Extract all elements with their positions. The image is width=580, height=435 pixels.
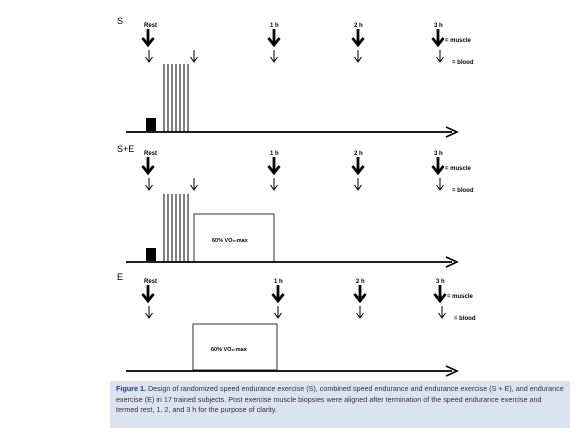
panel-2-time-axis-arrowhead [445,256,459,268]
panel-3-timepoint-label: Rest [144,279,157,285]
panel-3-timepoint-label: 2 h [356,279,365,285]
panel-2-timepoint-label: 2 h [354,151,363,157]
figure-caption: Figure 1. Design of randomized speed end… [110,381,570,428]
panel-2-endurance-box [193,213,275,263]
panel-1-timepoint-label: Rest [144,23,157,29]
panel-2-blood-arrow [354,184,362,191]
panel-1-label: S [117,16,123,26]
panel-2-warmup-block [146,248,156,261]
panel-1-time-axis-arrowhead [445,126,459,138]
panel-2-timepoint-label: 3 h [434,151,443,157]
panel-2-blood-arrow [190,184,198,191]
panel-1-blood-arrow [436,56,444,63]
panel-2-muscle-arrow [267,165,281,176]
panel-2-timepoint-label: Rest [144,151,157,157]
panel-3-blood-arrow [145,312,153,319]
panel-2-blood-arrow [145,184,153,191]
panel-3-muscle-arrow [433,293,447,304]
panel-1-blood-arrow [190,56,198,63]
panel-3-endurance-label: 60% VO₂-max [211,347,248,353]
caption-text: Design of randomized speed endurance exe… [116,384,564,414]
panel-3-muscle-arrow [271,293,285,304]
panel-1-blood-arrow [145,56,153,63]
panel-3-blood-arrow [438,312,446,319]
panel-1-muscle-arrow [431,37,445,48]
panel-1-muscle-arrow [141,37,155,48]
caption-title: Figure 1. [116,384,146,393]
panel-3-timepoint-label: 3 h [436,279,445,285]
panel-3-label: E [117,272,123,282]
panel-2-muscle-arrow [431,165,445,176]
panel-3-blood-arrow [356,312,364,319]
panel-2-legend-blood: = blood [452,188,474,194]
panel-1-timepoint-label: 3 h [434,23,443,29]
panel-2-blood-arrow [436,184,444,191]
panel-1-blood-arrow [270,56,278,63]
panel-1-muscle-arrow [351,37,365,48]
panel-3-timepoint-label: 1 h [274,279,283,285]
panel-3-legend-muscle: = muscle [447,294,474,300]
panel-2-timepoint-label: 1 h [270,151,279,157]
panel-1-legend-muscle: = muscle [445,38,472,44]
panel-3-muscle-arrow [141,293,155,304]
panel-1-timepoint-label: 2 h [354,23,363,29]
panel-3-endurance-box [192,323,278,371]
panel-1-warmup-block [146,118,156,131]
panel-2-blood-arrow [270,184,278,191]
panel-1-legend-blood: = blood [452,60,474,66]
panel-1-timepoint-label: 1 h [270,23,279,29]
panel-2-muscle-arrow [141,165,155,176]
panel-1-blood-arrow [354,56,362,63]
panel-3-time-axis-arrowhead [445,365,459,377]
panel-1-muscle-arrow [267,37,281,48]
panel-3-legend-blood: = blood [454,316,476,322]
panel-3-muscle-arrow [353,293,367,304]
panel-3-blood-arrow [274,312,282,319]
panel-2-endurance-label: 60% VO₂-max [212,238,249,244]
panel-2-muscle-arrow [351,165,365,176]
panel-2-label: S+E [117,144,134,154]
panel-2-legend-muscle: = muscle [445,166,472,172]
